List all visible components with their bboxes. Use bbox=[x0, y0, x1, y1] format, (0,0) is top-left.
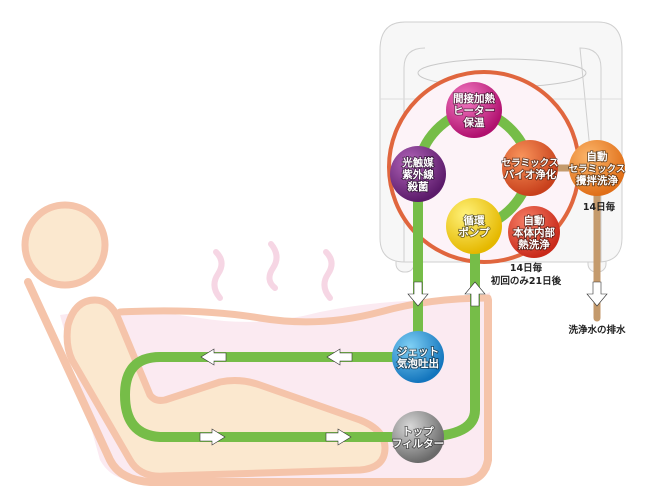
heat-wash-interval-label: 14日毎 bbox=[510, 262, 543, 274]
arrow-up-icon bbox=[464, 281, 486, 307]
node-label-line: フィルター bbox=[392, 438, 444, 450]
arrow-down-icon bbox=[586, 281, 608, 307]
node-label-line: 熱洗浄 bbox=[518, 238, 550, 251]
node-label-line: 殺菌 bbox=[407, 180, 429, 193]
steam bbox=[211, 241, 335, 301]
circulation-pipes bbox=[120, 105, 535, 442]
node-label-line: 光触媒 bbox=[401, 156, 434, 169]
node-label-line: 自動 bbox=[587, 150, 608, 163]
node-label-line: セラミックス bbox=[502, 158, 559, 169]
node-ball bbox=[446, 198, 502, 254]
node-label-line: 気泡吐出 bbox=[396, 357, 439, 370]
node-label-line: 攪拌洗浄 bbox=[576, 174, 618, 187]
node-ball bbox=[569, 140, 625, 196]
arrow-left-icon bbox=[326, 348, 353, 366]
node-ball bbox=[392, 411, 444, 463]
node-ball bbox=[392, 331, 444, 383]
water-surface bbox=[116, 294, 492, 326]
node-ball bbox=[446, 82, 502, 138]
node-label-line: 本体内部 bbox=[513, 226, 555, 239]
unit-inner-frame bbox=[403, 47, 602, 263]
node-label-line: 循環 bbox=[464, 214, 485, 227]
heat-wash-first-time-label: 初回のみ21日後 bbox=[491, 275, 562, 287]
pipe-jet-to-left bbox=[120, 352, 423, 442]
drain-water-label: 洗浄水の排水 bbox=[568, 324, 626, 336]
node-ball bbox=[390, 146, 446, 202]
arrow-right-icon bbox=[199, 428, 226, 446]
ceramic-wash-interval-label: 14日毎 bbox=[583, 201, 616, 213]
inner-loop-pipe bbox=[413, 105, 535, 233]
node-label-line: 自動 bbox=[524, 214, 545, 227]
steam-wave bbox=[321, 249, 335, 301]
node-label-line: トップ bbox=[402, 425, 434, 438]
node-label-line: 紫外線 bbox=[402, 168, 434, 181]
arrow-left-icon bbox=[200, 348, 227, 366]
bather-head bbox=[21, 201, 109, 289]
node-label-line: 保温 bbox=[463, 116, 485, 129]
node-label-line: 間接加熱 bbox=[453, 92, 495, 105]
steam-wave bbox=[211, 249, 225, 301]
node-ball bbox=[502, 140, 558, 196]
node-ball bbox=[508, 206, 560, 258]
node-label-line: ジェット bbox=[397, 346, 439, 358]
node-label-line: ポンプ bbox=[458, 226, 490, 239]
arrow-right-icon bbox=[325, 428, 352, 446]
node-label-line: バイオ浄化 bbox=[504, 168, 557, 181]
flow-arrows bbox=[199, 281, 608, 446]
node-label-line: ヒーター bbox=[453, 105, 495, 117]
node-label-line: セラミックス bbox=[569, 164, 626, 175]
arrow-down-icon bbox=[407, 281, 429, 307]
tub-outline bbox=[24, 278, 492, 486]
steam-wave bbox=[266, 241, 280, 291]
